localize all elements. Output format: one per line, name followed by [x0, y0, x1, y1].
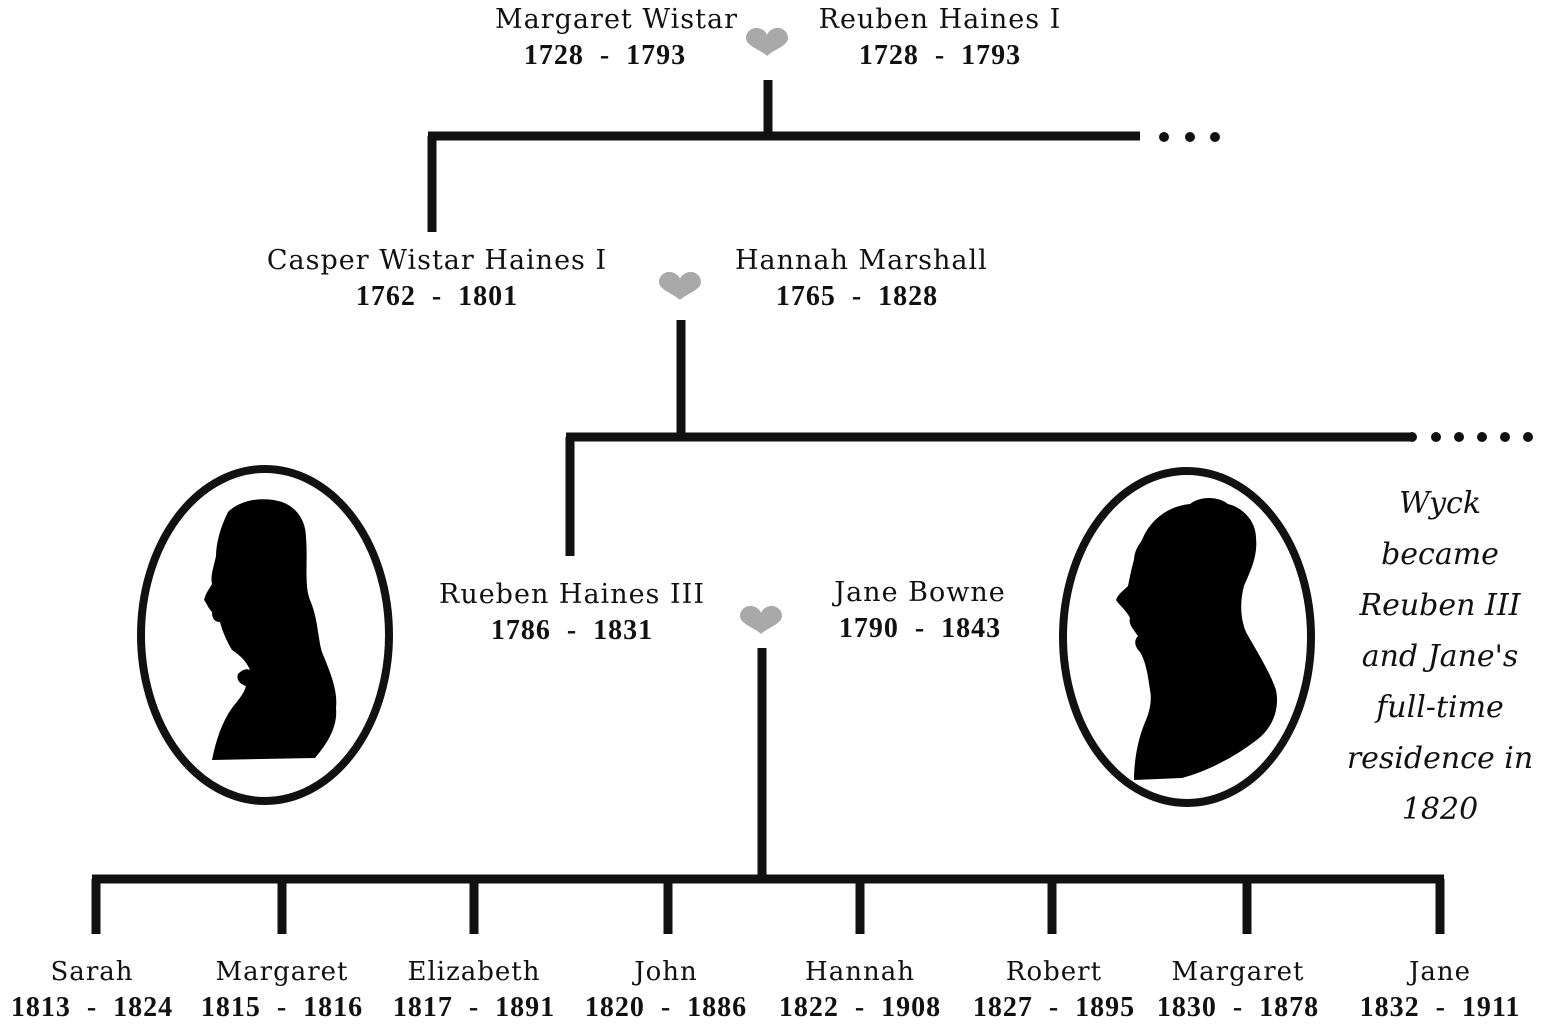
child-hannah: Hannah 1822 - 1908 [772, 954, 948, 1026]
note-line: Reuben III [1359, 588, 1521, 623]
person-margaret-wistar: Margaret Wistar 1728 - 1793 [495, 2, 738, 74]
person-years: 1786 - 1831 [490, 615, 654, 646]
child-years: 1817 - 1891 [392, 992, 556, 1023]
person-name: Hannah Marshall [735, 245, 988, 276]
note-line: full-time [1376, 690, 1504, 725]
person-rueben-haines-iii: Rueben Haines III 1786 - 1831 [432, 577, 712, 649]
person-casper-wistar-haines-i: Casper Wistar Haines I 1762 - 1801 [262, 243, 612, 315]
note-line: became [1381, 537, 1499, 572]
child-jane: Jane 1832 - 1911 [1352, 954, 1528, 1026]
person-name: Reuben Haines I [818, 4, 1062, 35]
child-name: Jane [1408, 957, 1472, 987]
child-margaret-2: Margaret 1830 - 1878 [1150, 954, 1326, 1026]
heart-icon [740, 605, 782, 634]
note-line: Wyck [1398, 486, 1482, 521]
person-years: 1790 - 1843 [838, 613, 1002, 644]
wyck-residence-note: Wyck became Reuben III and Jane's full-t… [1335, 478, 1545, 835]
person-name: Casper Wistar Haines I [266, 245, 608, 276]
note-line: residence in [1346, 741, 1534, 776]
person-name: Rueben Haines III [438, 579, 705, 610]
person-years: 1762 - 1801 [355, 281, 519, 312]
person-years: 1728 - 1793 [858, 40, 1022, 71]
gen1-continuation-dots [1159, 132, 1220, 142]
child-name: Elizabeth [407, 957, 541, 987]
gen2-continuation-dots [1407, 432, 1533, 442]
child-years: 1815 - 1816 [200, 992, 364, 1023]
reuben-silhouette-portrait [137, 465, 393, 805]
child-name: Margaret [215, 957, 349, 987]
child-years: 1832 - 1911 [1359, 992, 1521, 1023]
child-john: John 1820 - 1886 [578, 954, 754, 1026]
person-hannah-marshall: Hannah Marshall 1765 - 1828 [735, 243, 988, 315]
child-robert: Robert 1827 - 1895 [966, 954, 1142, 1026]
child-name: Robert [1005, 957, 1103, 987]
child-name: Sarah [50, 957, 134, 987]
child-years: 1830 - 1878 [1156, 992, 1320, 1023]
jane-silhouette-portrait [1059, 467, 1315, 807]
person-years: 1728 - 1793 [523, 40, 687, 71]
note-line: and Jane's [1361, 639, 1519, 674]
person-years: 1765 - 1828 [775, 281, 939, 312]
child-elizabeth: Elizabeth 1817 - 1891 [386, 954, 562, 1026]
child-years: 1820 - 1886 [584, 992, 748, 1023]
heart-icon [659, 271, 701, 300]
heart-icon [746, 27, 788, 56]
child-name: Margaret [1171, 957, 1305, 987]
child-margaret: Margaret 1815 - 1816 [194, 954, 370, 1026]
child-years: 1822 - 1908 [778, 992, 942, 1023]
person-name: Margaret Wistar [495, 4, 738, 35]
note-line: 1820 [1401, 792, 1479, 827]
person-reuben-haines-i: Reuben Haines I 1728 - 1793 [815, 2, 1065, 74]
child-sarah: Sarah 1813 - 1824 [4, 954, 180, 1026]
child-years: 1813 - 1824 [10, 992, 174, 1023]
child-name: John [634, 957, 698, 987]
child-years: 1827 - 1895 [972, 992, 1136, 1023]
person-jane-bowne: Jane Bowne 1790 - 1843 [820, 575, 1020, 647]
child-name: Hannah [805, 957, 915, 987]
person-name: Jane Bowne [834, 577, 1006, 608]
